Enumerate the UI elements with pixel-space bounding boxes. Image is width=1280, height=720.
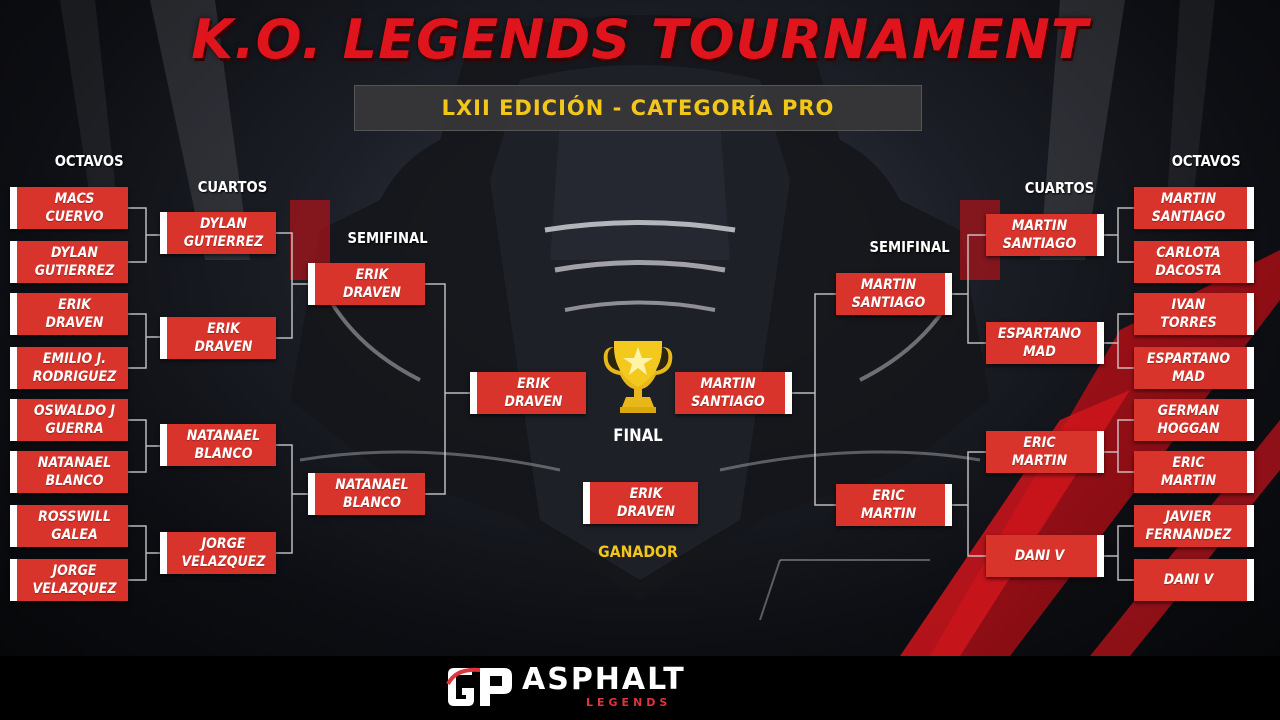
match-slot-right-octavos-2[interactable]: CARLOTA DACOSTA	[1134, 241, 1254, 283]
player-name: ERIK DRAVEN	[194, 321, 253, 355]
match-slot-left-cuartos-2[interactable]: ERIK DRAVEN	[160, 317, 276, 359]
player-name: ERIK DRAVEN	[504, 376, 563, 410]
trophy-icon	[603, 341, 673, 413]
label-octavos-right: OCTAVOS	[1171, 152, 1241, 170]
label-semifinal-right: SEMIFINAL	[869, 238, 950, 256]
match-slot-right-cuartos-3[interactable]: ERIC MARTIN	[986, 431, 1104, 473]
player-name: ERIC MARTIN	[1160, 455, 1217, 489]
match-slot-right-octavos-6[interactable]: ERIC MARTIN	[1134, 451, 1254, 493]
match-slot-final-left[interactable]: ERIK DRAVEN	[470, 372, 586, 414]
match-slot-left-cuartos-3[interactable]: NATANAEL BLANCO	[160, 424, 276, 466]
match-slot-right-semifinal-2[interactable]: ERIC MARTIN	[836, 484, 952, 526]
label-octavos-left: OCTAVOS	[54, 152, 124, 170]
player-name: MARTIN SANTIAGO	[1002, 218, 1077, 252]
player-name: CARLOTA DACOSTA	[1155, 245, 1222, 279]
match-slot-right-octavos-7[interactable]: JAVIER FERNANDEZ	[1134, 505, 1254, 547]
match-slot-right-cuartos-1[interactable]: MARTIN SANTIAGO	[986, 214, 1104, 256]
player-name: IVAN TORRES	[1160, 297, 1217, 331]
label-cuartos-left: CUARTOS	[197, 178, 268, 196]
player-name: MACS CUERVO	[45, 191, 104, 225]
match-slot-right-semifinal-1[interactable]: MARTIN SANTIAGO	[836, 273, 952, 315]
player-name: DANI V	[1163, 572, 1214, 588]
player-name: MARTIN SANTIAGO	[851, 277, 926, 311]
champion-name: ERIK DRAVEN	[617, 486, 675, 520]
player-name: GERMAN HOGGAN	[1157, 403, 1220, 437]
player-name: ERIC MARTIN	[1011, 435, 1068, 469]
match-slot-right-octavos-4[interactable]: ESPARTANO MAD	[1134, 347, 1254, 389]
match-slot-right-cuartos-2[interactable]: ESPARTANO MAD	[986, 322, 1104, 364]
label-semifinal-left: SEMIFINAL	[347, 229, 428, 247]
match-slot-right-octavos-3[interactable]: IVAN TORRES	[1134, 293, 1254, 335]
label-cuartos-right: CUARTOS	[1024, 179, 1095, 197]
subtitle-bar: LXII EDICIÓN - CATEGORÍA PRO	[354, 85, 922, 131]
player-name: OSWALDO J GUERRA	[33, 403, 116, 437]
footer-bar	[0, 656, 1280, 720]
match-slot-left-octavos-4[interactable]: EMILIO J. RODRIGUEZ	[10, 347, 128, 389]
gp-logo-icon	[446, 667, 512, 706]
player-name: DANI V	[1014, 548, 1065, 564]
player-name: ESPARTANO MAD	[1146, 351, 1231, 385]
winner-label: GANADOR	[598, 542, 678, 561]
match-slot-left-cuartos-4[interactable]: JORGE VELAZQUEZ	[160, 532, 276, 574]
match-slot-left-octavos-7[interactable]: ROSSWILL GALEA	[10, 505, 128, 547]
player-name: MARTIN SANTIAGO	[1151, 191, 1226, 225]
player-name: NATANAEL BLANCO	[186, 428, 261, 462]
match-slot-left-octavos-6[interactable]: NATANAEL BLANCO	[10, 451, 128, 493]
match-slot-final-right[interactable]: MARTIN SANTIAGO	[675, 372, 792, 414]
player-name: MARTIN SANTIAGO	[691, 376, 765, 410]
player-name: NATANAEL BLANCO	[37, 455, 112, 489]
match-slot-left-semifinal-2[interactable]: NATANAEL BLANCO	[308, 473, 425, 515]
player-name: DYLAN GUTIERREZ	[183, 216, 264, 250]
player-name: ROSSWILL GALEA	[38, 509, 111, 543]
player-name: DYLAN GUTIERREZ	[34, 245, 115, 279]
match-slot-left-octavos-2[interactable]: DYLAN GUTIERREZ	[10, 241, 128, 283]
match-slot-right-octavos-1[interactable]: MARTIN SANTIAGO	[1134, 187, 1254, 229]
player-name: EMILIO J. RODRIGUEZ	[32, 351, 117, 385]
asphalt-legends-logo: ASPHALT LEGENDS	[446, 662, 716, 712]
match-slot-left-octavos-8[interactable]: JORGE VELAZQUEZ	[10, 559, 128, 601]
player-name: NATANAEL BLANCO	[335, 477, 409, 511]
match-slot-right-octavos-5[interactable]: GERMAN HOGGAN	[1134, 399, 1254, 441]
match-slot-left-octavos-3[interactable]: ERIK DRAVEN	[10, 293, 128, 335]
player-name: ERIK DRAVEN	[45, 297, 104, 331]
match-slot-left-cuartos-1[interactable]: DYLAN GUTIERREZ	[160, 212, 276, 254]
player-name: JAVIER FERNANDEZ	[1145, 509, 1232, 543]
match-slot-left-semifinal-1[interactable]: ERIK DRAVEN	[308, 263, 425, 305]
player-name: ESPARTANO MAD	[997, 326, 1082, 360]
match-slot-left-octavos-1[interactable]: MACS CUERVO	[10, 187, 128, 229]
player-name: ERIC MARTIN	[860, 488, 917, 522]
player-name: JORGE VELAZQUEZ	[181, 536, 266, 570]
tournament-title: K.O. LEGENDS TOURNAMENT	[191, 8, 1089, 71]
match-slot-right-octavos-8[interactable]: DANI V	[1134, 559, 1254, 601]
player-name: JORGE VELAZQUEZ	[32, 563, 117, 597]
match-slot-right-cuartos-4[interactable]: DANI V	[986, 535, 1104, 577]
player-name: ERIK DRAVEN	[343, 267, 401, 301]
match-slot-left-octavos-5[interactable]: OSWALDO J GUERRA	[10, 399, 128, 441]
final-label: FINAL	[613, 426, 663, 446]
champion-slot[interactable]: ERIK DRAVEN	[583, 482, 698, 524]
logo-brand-text: ASPHALT	[522, 662, 686, 697]
logo-sub-text: LEGENDS	[586, 696, 672, 709]
edition-subtitle: LXII EDICIÓN - CATEGORÍA PRO	[441, 96, 835, 120]
